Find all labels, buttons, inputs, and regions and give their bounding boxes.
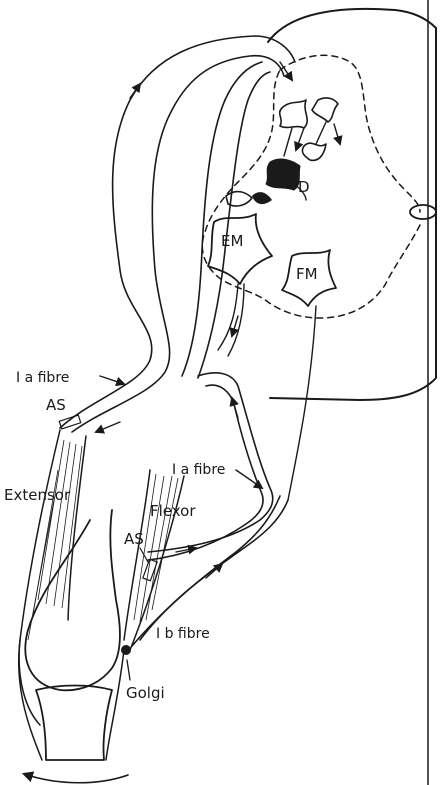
- flexor-edge-1: [124, 470, 150, 640]
- golgi-organ: [121, 645, 131, 655]
- label-extensor: Extensor: [4, 486, 71, 504]
- extensor-inner-edge: [68, 436, 86, 620]
- motor-neurons: [208, 214, 336, 500]
- tibia: [36, 686, 112, 761]
- ia-fibre-mid: [72, 56, 284, 432]
- label-as-upper: AS: [46, 396, 66, 414]
- central-canal: [410, 205, 436, 219]
- em-axon-2: [228, 284, 244, 356]
- ia-afferent-pathway: [60, 36, 295, 432]
- arrow-flexor-up: [232, 398, 238, 418]
- label-ia-fibre-upper: I a fibre: [16, 370, 69, 386]
- ia-fibre-inner2: [198, 72, 270, 378]
- label-fm: FM: [296, 265, 318, 283]
- extensor-muscle: [19, 430, 86, 725]
- arrow-ia-up: [130, 84, 140, 98]
- inhibitory-terminal: [252, 192, 272, 204]
- interneuron-2: [312, 98, 338, 122]
- interneuron-link-1: [284, 128, 292, 156]
- as-lower-pointer: [140, 548, 148, 562]
- ia-fibre-pointer: [236, 470, 262, 488]
- arrow-ib-up: [206, 564, 222, 578]
- label-ia-fibre-lower: I a fibre: [172, 462, 225, 478]
- interneuron-1: [280, 100, 308, 128]
- interneuron-3: [302, 143, 326, 160]
- label-as-lower: AS: [124, 530, 144, 548]
- fm-axon: [288, 306, 316, 500]
- label-flexor: Flexor: [150, 502, 196, 520]
- interneurons: [226, 98, 340, 206]
- golgi-pointer: [127, 660, 130, 680]
- ia-fibre-upper-pointer: [100, 376, 124, 384]
- cord-outline: [268, 9, 436, 400]
- femur: [25, 510, 120, 690]
- interneuron-link-2: [316, 122, 326, 144]
- spinal-cord: [202, 0, 436, 785]
- label-em: EM: [221, 232, 243, 250]
- label-d: D: [298, 178, 310, 196]
- movement-arrow: [24, 774, 128, 783]
- label-golgi: Golgi: [126, 684, 165, 702]
- label-ib-fibre: I b fibre: [156, 626, 210, 642]
- arrow-interneuron-right: [334, 124, 340, 144]
- ia-fibre-outer: [60, 36, 295, 428]
- arrow-to-extensor-spindle: [96, 422, 120, 432]
